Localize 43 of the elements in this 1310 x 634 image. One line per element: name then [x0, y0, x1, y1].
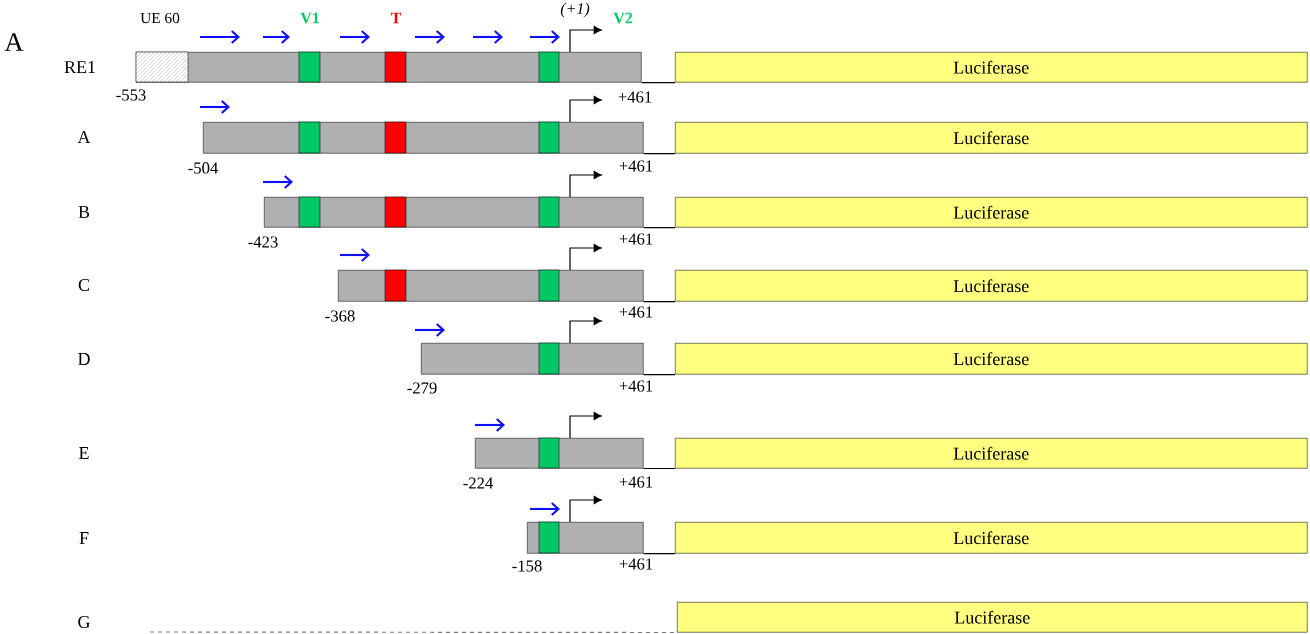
- row-label: D: [78, 353, 90, 365]
- promoter-bar: [203, 121, 644, 154]
- connector-line: [642, 373, 676, 376]
- position-label: +461: [619, 306, 653, 318]
- row-label: G: [78, 615, 90, 629]
- connector-line: [642, 467, 676, 470]
- promoter-bar: [527, 521, 644, 554]
- site-label: T: [390, 12, 402, 24]
- position-label: +461: [619, 380, 653, 392]
- promoter-bar: [421, 342, 644, 375]
- row-label: C: [78, 278, 90, 292]
- position-label: -553: [116, 89, 146, 101]
- gene-box: Luciferase: [675, 438, 1308, 469]
- position-label: +461: [619, 160, 653, 172]
- connector-line: [642, 300, 676, 303]
- site-label: V1: [300, 12, 319, 24]
- position-label: +461: [619, 233, 653, 245]
- position-label: (+1): [560, 2, 590, 18]
- gene-box: Luciferase: [675, 343, 1308, 375]
- panel-letter: A: [4, 33, 24, 51]
- site-label: V2: [613, 12, 633, 24]
- row-label: RE1: [64, 61, 95, 73]
- row-label: B: [78, 206, 90, 218]
- connector-line: [642, 226, 676, 229]
- row-label: E: [79, 447, 89, 459]
- connector-line: [642, 152, 676, 155]
- promoter-bar: [135, 51, 560, 83]
- gene-box: Luciferase: [675, 122, 1308, 154]
- promoter-bar: [338, 269, 644, 302]
- connector-line: [640, 81, 676, 84]
- position-label: +461: [619, 476, 653, 488]
- position-label: +461: [619, 558, 653, 570]
- connector-line: [642, 552, 676, 555]
- row-label: F: [79, 532, 89, 544]
- row-label: A: [77, 131, 91, 143]
- gene-box: Luciferase: [675, 522, 1308, 554]
- gene-box: Luciferase: [675, 52, 1308, 83]
- promoter-bar: [475, 437, 644, 469]
- position-label: +461: [618, 91, 652, 103]
- promoter-bar: [264, 196, 644, 228]
- gene-box: Luciferase: [675, 197, 1308, 228]
- gene-box: Luciferase: [675, 270, 1308, 302]
- gene-box: Luciferase: [677, 602, 1308, 633]
